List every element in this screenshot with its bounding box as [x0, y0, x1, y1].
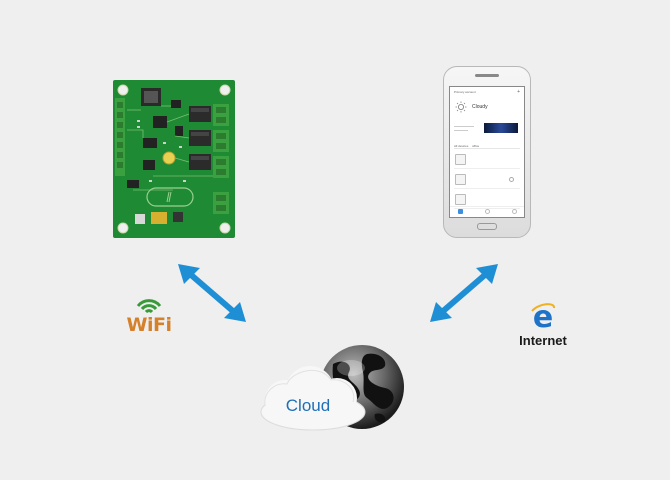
divider: [454, 148, 520, 149]
device-row[interactable]: [454, 171, 520, 189]
scene-tab-icon[interactable]: [485, 209, 490, 214]
cloud-icon: [255, 362, 373, 439]
weather-title: Cloudy: [472, 104, 488, 110]
double-arrow-icon: [428, 262, 500, 324]
wifi-logo: WiFi: [122, 296, 176, 340]
device-icon: [455, 194, 466, 205]
internet-explorer-icon: e: [529, 300, 557, 337]
phone-home-button: [477, 223, 497, 230]
wifi-label: WiFi: [126, 314, 172, 336]
svg-text:e: e: [533, 302, 553, 332]
relay-board: [113, 80, 235, 238]
weather-stats: [454, 123, 480, 133]
device-icon: [455, 174, 466, 185]
cloud-label: Cloud: [285, 396, 331, 415]
cloud-group: Cloud: [255, 340, 415, 434]
device-icon: [455, 154, 466, 165]
tab-all-devices[interactable]: All devices: [454, 144, 469, 148]
wifi-icon: [136, 296, 162, 319]
profile-tab-icon[interactable]: [512, 209, 517, 214]
device-row[interactable]: [454, 191, 520, 209]
add-icon[interactable]: +: [517, 89, 520, 95]
phone-speaker: [475, 74, 499, 77]
double-arrow-icon: [176, 262, 248, 324]
phone-screen: Primary account + Cloudy All devices off…: [449, 86, 525, 218]
smartphone: Primary account + Cloudy All devices off…: [443, 66, 531, 238]
app-header: Primary account: [454, 90, 476, 94]
app-tab-bar: [450, 206, 524, 217]
device-row[interactable]: [454, 151, 520, 169]
tab-office[interactable]: office: [472, 144, 480, 148]
banner-image: [484, 123, 518, 133]
home-tab-icon[interactable]: [458, 209, 463, 214]
internet-label: Internet: [519, 333, 567, 348]
internet-logo: e Internet: [511, 300, 575, 350]
sun-icon: [455, 101, 467, 114]
power-icon[interactable]: [509, 177, 514, 182]
